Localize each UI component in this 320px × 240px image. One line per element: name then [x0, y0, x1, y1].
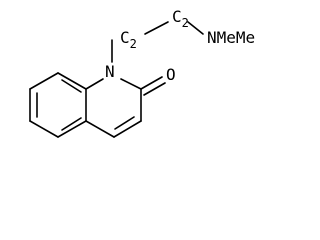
carbonyl-bond-2 — [143, 82, 166, 96]
bond-c8a-n1 — [85, 78, 104, 90]
bond-c3-c4 — [113, 120, 142, 138]
ring-nitrogen-label: N — [105, 62, 115, 81]
methylene-1-label: C2 — [120, 28, 137, 51]
amine-nitrogen: N — [207, 28, 217, 47]
bond-ch2-n — [187, 21, 204, 35]
molecule-svg: N O C2 C2 NMeMe — [29, 7, 255, 138]
bond-ch2-ch2 — [144, 21, 169, 35]
benzene-ring — [29, 72, 87, 138]
double-bond-c3-c4 — [114, 116, 135, 130]
methylene-2-label: C2 — [172, 7, 189, 30]
methyl-1-label: Me — [217, 28, 236, 47]
methyl-2-label: Me — [236, 28, 255, 47]
methylene-1-subscript: 2 — [130, 37, 137, 51]
structure-diagram: N O C2 C2 NMeMe — [29, 7, 255, 138]
oxygen-label: O — [166, 65, 176, 84]
bond-c4-c4a — [85, 120, 115, 138]
bond-benzene-1 — [57, 72, 87, 90]
methylene-2-subscript: 2 — [182, 16, 189, 30]
methylene-1-symbol: C — [120, 28, 130, 47]
carbonyl-bond-1 — [140, 76, 163, 90]
double-bond-benzene-b — [61, 79, 82, 93]
double-bond-benzene-c — [61, 117, 82, 131]
amine-group-label: NMeMe — [207, 28, 255, 47]
bond-benzene-6 — [29, 72, 59, 90]
methylene-2-symbol: C — [172, 7, 182, 26]
bond-n1-c2 — [120, 78, 142, 90]
bond-benzene-3 — [57, 120, 87, 138]
pyridinone-ring — [85, 76, 166, 138]
side-chain — [111, 21, 204, 63]
bond-benzene-4 — [29, 120, 59, 138]
